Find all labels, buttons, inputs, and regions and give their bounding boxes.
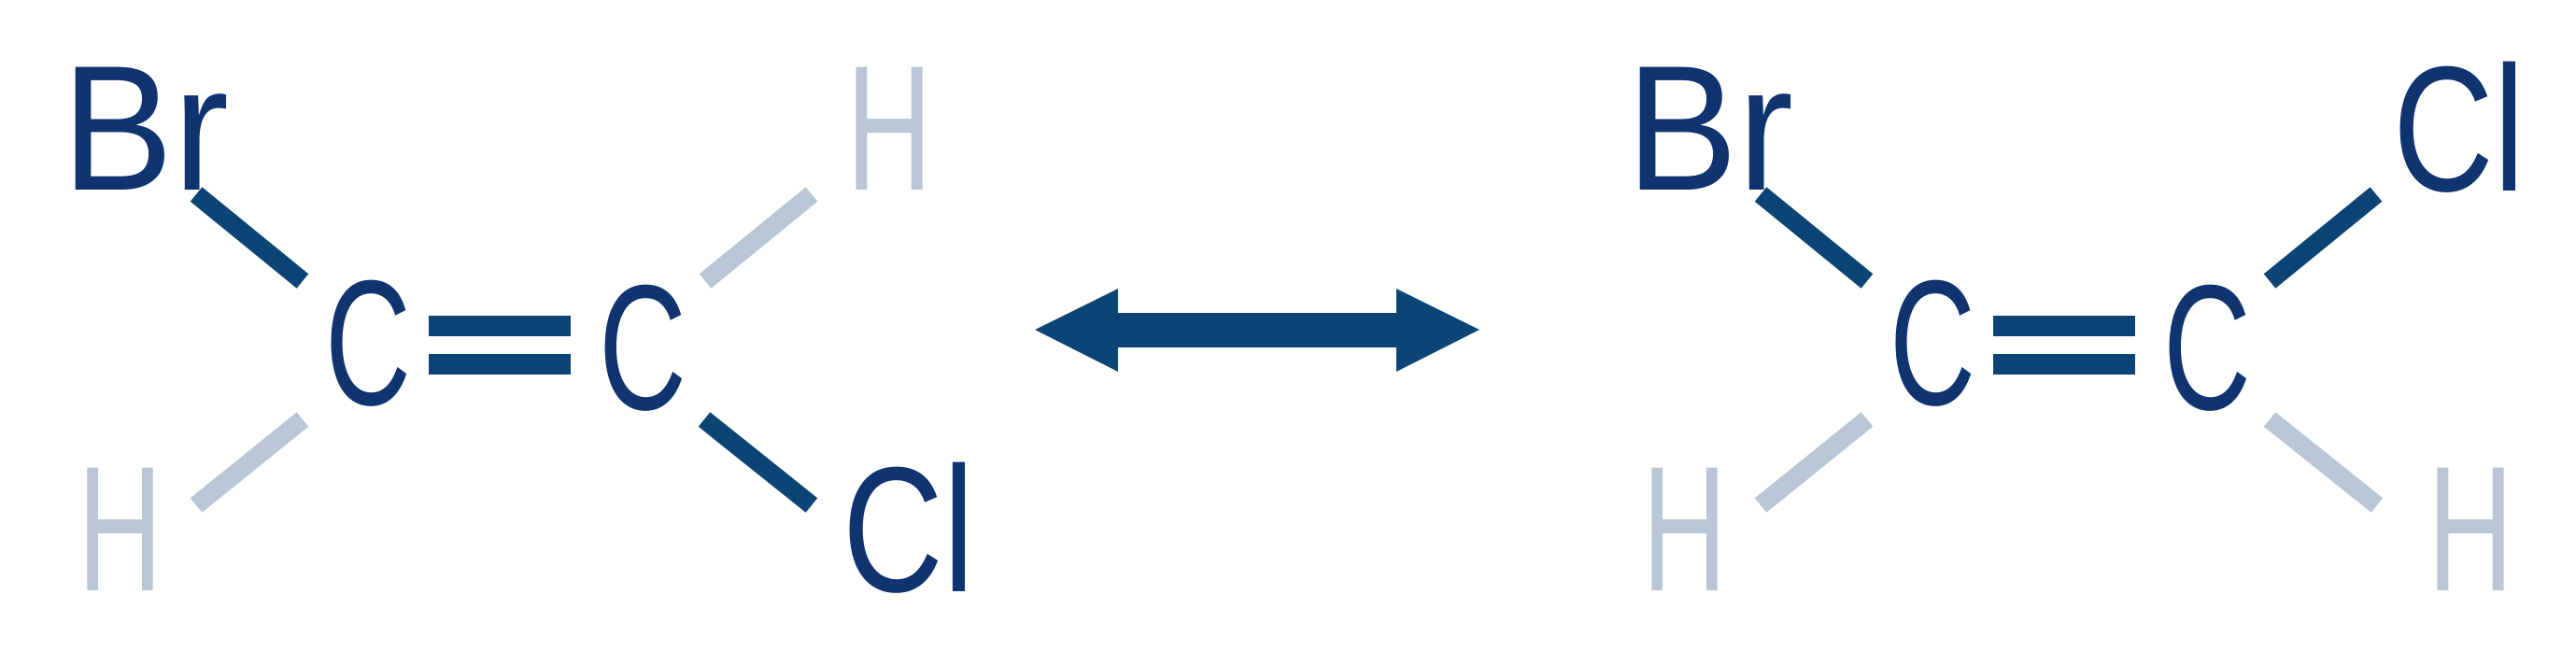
atom-h-top-right: H [846,29,932,228]
atom-h-bottom-left: H [78,430,163,629]
atom-carbon-1: C [325,244,411,443]
atom-carbon-2: C [599,248,686,447]
bond-c-h-bottom [190,412,309,513]
bond-c-cl [2263,187,2383,289]
molecule-right: Br C C Cl H H [1626,29,2525,629]
bond-br-c [190,187,309,289]
atom-cl-bottom-right: Cl [842,431,974,630]
bond-c-cl [698,412,818,513]
molecule-left: Br C C H H Cl [62,29,974,630]
atom-h-bottom-right: H [2427,430,2513,629]
double-bond-lower [429,354,571,375]
atom-br: Br [1626,29,1793,228]
double-bond-upper [429,316,571,336]
atom-br: Br [62,29,229,228]
resonance-arrow [1035,289,1479,372]
bond-c-h-top [699,187,818,289]
atom-cl-top-right: Cl [2393,30,2525,229]
bond-c-h-bottom-right [2263,412,2384,513]
double-bond-lower [1993,354,2135,375]
bond-br-c [1754,187,1874,289]
atom-h-bottom-left: H [1642,430,1727,629]
atom-carbon-2: C [2163,248,2251,447]
atom-carbon-1: C [1890,244,1975,443]
double-bond-upper [1993,316,2135,336]
bond-c-h-bottom-left [1754,412,1874,513]
